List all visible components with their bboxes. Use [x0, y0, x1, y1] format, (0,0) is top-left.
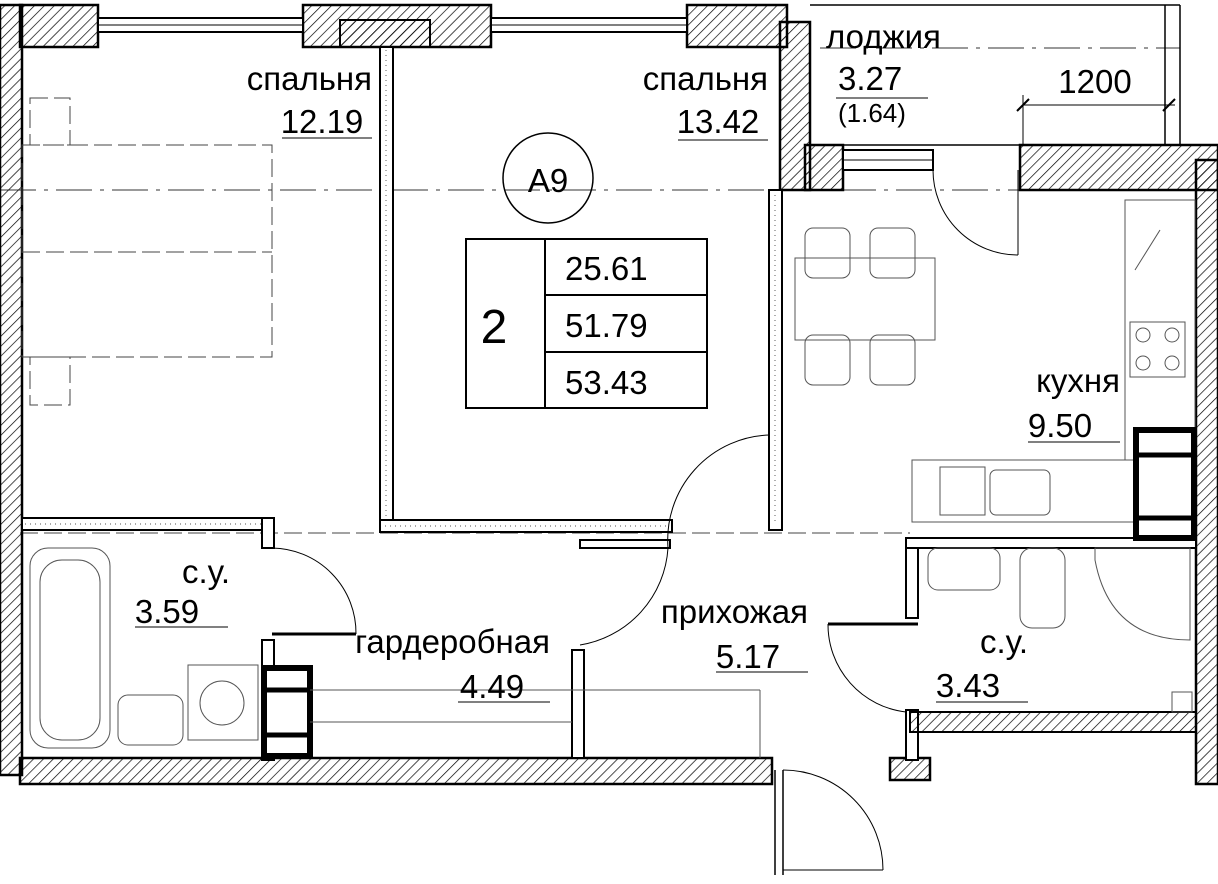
room-name: с.у. [980, 623, 1028, 660]
area-summary-table: 2 25.61 51.79 53.43 [465, 238, 708, 409]
room-bathroom-1: с.у. 3.59 [135, 553, 230, 630]
room-area: 3.43 [936, 667, 1000, 704]
room-name: спальня [643, 60, 768, 97]
room-kitchen: кухня 9.50 [1028, 362, 1120, 444]
room-hallway: прихожая 5.17 [661, 593, 808, 675]
room-wardrobe: гардеробная 4.49 [355, 623, 550, 705]
room-bedroom-2: спальня 13.42 [643, 60, 768, 141]
living-area: 25.61 [565, 250, 648, 287]
room-name: кухня [1036, 362, 1120, 399]
room-area: 13.42 [677, 103, 760, 140]
room-area: 9.50 [1028, 407, 1092, 444]
room-labels: спальня 12.19 спальня 13.42 лоджия 3.27 … [135, 18, 1120, 705]
room-area: 4.49 [460, 668, 524, 705]
outer-walls [0, 3, 1218, 786]
loggia-dimension: 1200 [1016, 63, 1176, 145]
room-reduced-area: (1.64) [838, 98, 906, 128]
room-name: гардеробная [355, 623, 550, 660]
total-area-with-loggia: 53.43 [565, 364, 648, 401]
room-name: с.у. [182, 553, 230, 590]
room-bedroom-1: спальня 12.19 [247, 60, 372, 140]
total-area: 51.79 [565, 307, 648, 344]
room-loggia: лоджия 3.27 (1.64) [826, 18, 941, 128]
loggia-width: 1200 [1058, 63, 1131, 100]
rooms-count: 2 [481, 301, 508, 354]
unit-badge: А9 [502, 132, 594, 224]
room-name: лоджия [826, 18, 941, 55]
door-swings [271, 169, 1019, 871]
unit-code: А9 [528, 162, 568, 199]
room-area: 5.17 [716, 638, 780, 675]
furniture [21, 97, 1197, 759]
inner-walls [21, 46, 1197, 875]
room-area: 3.27 [838, 60, 902, 97]
room-name: прихожая [661, 593, 808, 630]
room-bathroom-2: с.у. 3.43 [936, 623, 1028, 704]
room-name: спальня [247, 60, 372, 97]
room-area: 3.59 [135, 593, 199, 630]
room-area: 12.19 [281, 103, 364, 140]
